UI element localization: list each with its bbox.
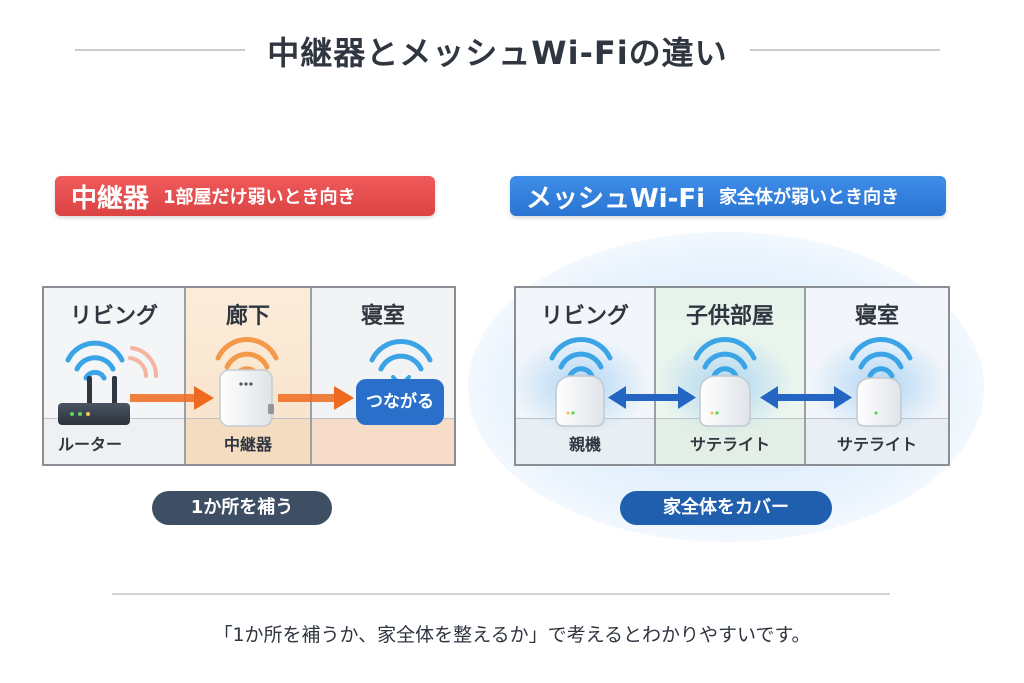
room-bedroom: 寝室 xyxy=(312,288,454,464)
room-label: 寝室 xyxy=(854,304,899,329)
room-living: リビング ルーター xyxy=(44,288,186,464)
connected-badge: つながる xyxy=(356,379,444,425)
footer-note: 「1か所を補うか、家全体を整えるか」で考えるとわかりやすいです。 xyxy=(213,624,811,646)
mesh-header: メッシュWi-Fi 家全体が弱いとき向き xyxy=(510,176,946,216)
satellite-wifi-icon xyxy=(693,337,757,379)
repeater-header-title: 中継器 xyxy=(71,183,150,214)
repeater-house-diagram: リビング ルーター 廊下 中継器 寝室 xyxy=(42,286,456,466)
arrow-router-to-repeater xyxy=(130,386,214,410)
repeater-header-subtitle: 1部屋だけ弱いとき向き xyxy=(163,187,356,208)
router-label: ルーター xyxy=(58,435,123,454)
repeater-device-icon xyxy=(219,369,274,427)
main-router-node-icon xyxy=(555,375,605,427)
repeater-header: 中継器 1部屋だけ弱いとき向き xyxy=(55,176,435,216)
repeater-summary-pill: 1か所を補う xyxy=(152,491,332,525)
title-divider-left xyxy=(75,49,245,51)
floor xyxy=(312,418,454,464)
repeater-label: 中継器 xyxy=(223,435,272,454)
main-router-wifi-icon xyxy=(549,337,613,379)
room-label: リビング xyxy=(69,304,158,329)
room-label: 廊下 xyxy=(225,304,270,329)
mesh-header-subtitle: 家全体が弱いとき向き xyxy=(719,187,900,208)
room-label: 子供部屋 xyxy=(685,304,774,329)
floor xyxy=(44,418,184,464)
room-label: リビング xyxy=(540,304,629,329)
router-wifi-icon xyxy=(65,340,125,381)
link-arrow-living-kids xyxy=(608,386,696,409)
weak-signal-icon xyxy=(128,346,159,378)
satellite-label: サテライト xyxy=(689,435,770,454)
satellite-label: サテライト xyxy=(836,435,917,454)
satellite-node-icon xyxy=(856,377,902,427)
page-title: 中継器とメッシュWi-Fiの違い xyxy=(267,34,728,72)
title-bar: 中継器とメッシュWi-Fiの違い xyxy=(0,28,1024,72)
room-label: 寝室 xyxy=(360,304,405,329)
router-icon xyxy=(58,376,130,425)
arrow-repeater-to-bedroom xyxy=(278,386,354,410)
satellite-node-icon xyxy=(699,375,751,427)
footer-divider xyxy=(112,593,890,595)
link-arrow-kids-bedroom xyxy=(760,386,852,409)
satellite-wifi-icon xyxy=(849,337,913,379)
main-router-label: 親機 xyxy=(568,435,601,454)
mesh-header-title: メッシュWi-Fi xyxy=(526,183,706,214)
title-divider-right xyxy=(750,49,940,51)
mesh-summary-pill: 家全体をカバー xyxy=(620,491,832,525)
